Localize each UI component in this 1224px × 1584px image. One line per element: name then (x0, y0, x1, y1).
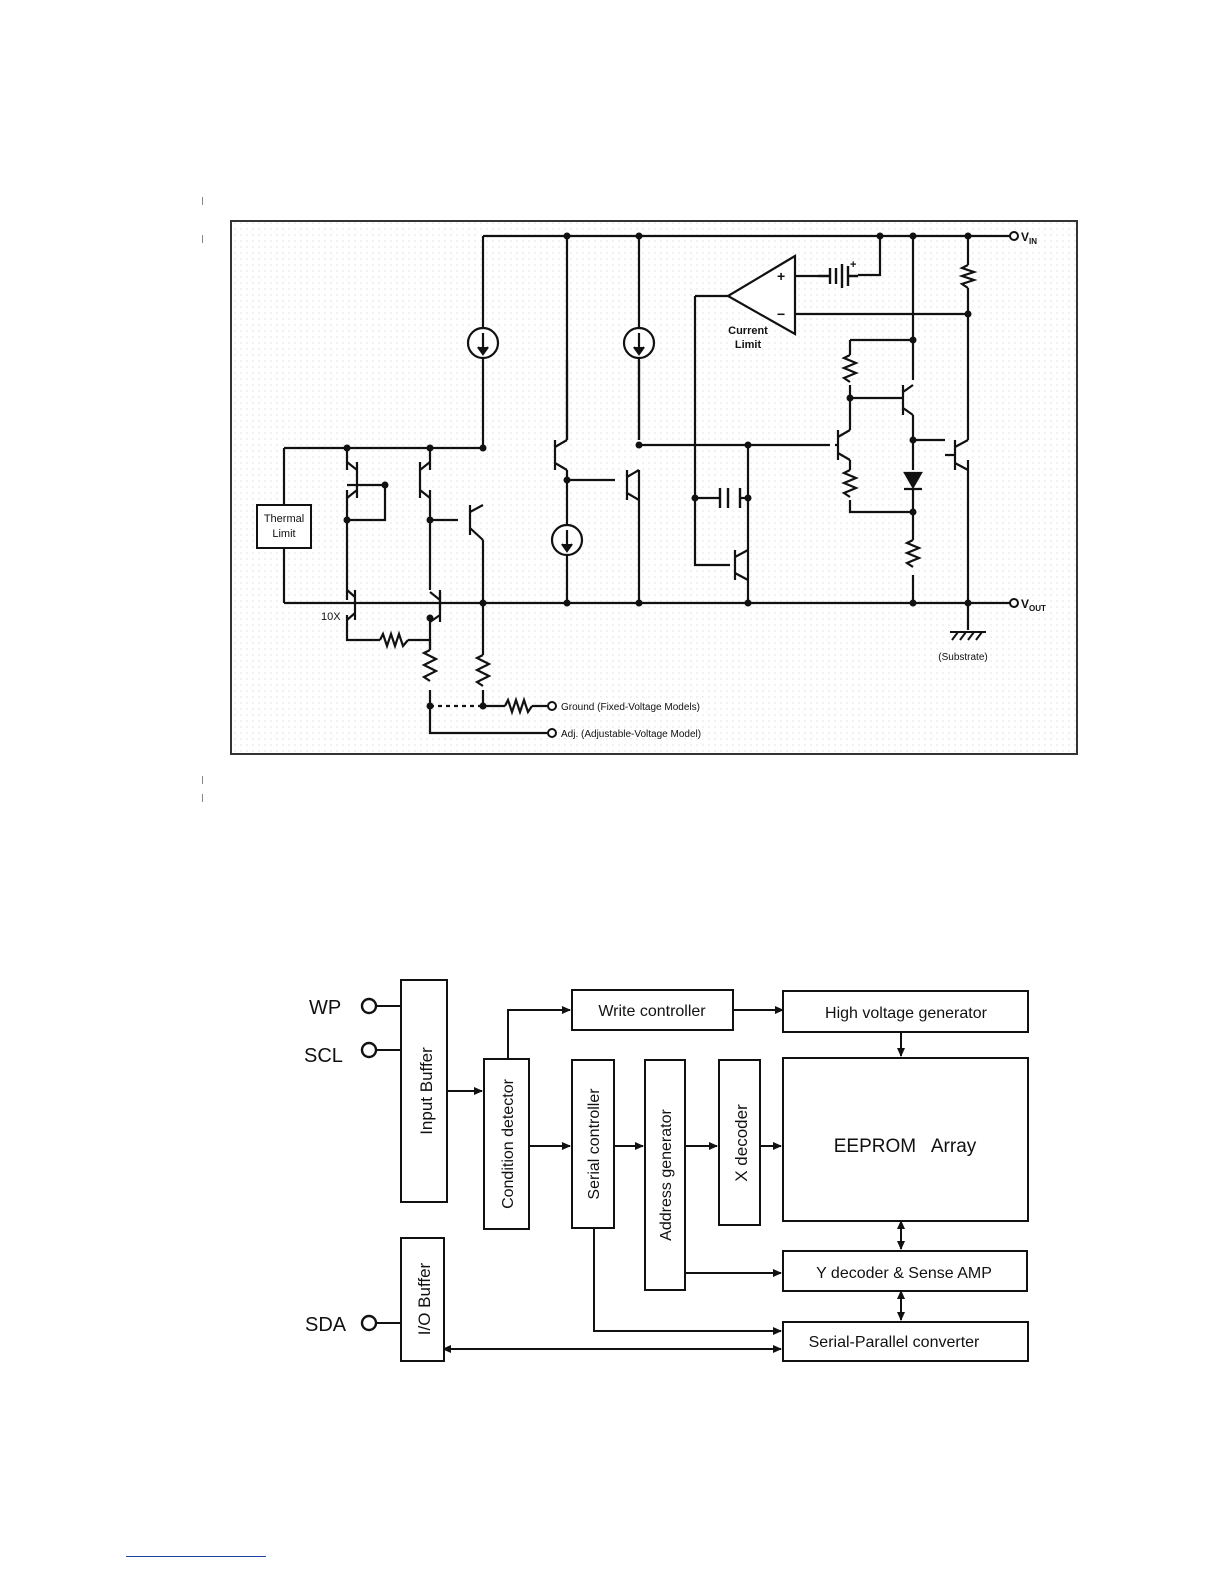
vout-label: VOUT (1021, 597, 1046, 613)
address-generator-block: Address generator (644, 1059, 686, 1291)
pin-wp-label: WP (309, 997, 341, 1019)
y-decoder-label: Y decoder & Sense AMP (816, 1265, 992, 1282)
write-controller-label: Write controller (598, 1003, 706, 1020)
eeprom-block-diagram: WP SCL SDA Input Buffer I/O Buffer Condi… (304, 979, 1029, 1362)
opamp-minus-sign: − (777, 306, 785, 322)
capacitors (718, 264, 858, 508)
serial-controller-block: Serial controller (571, 1059, 615, 1229)
regulator-schematic: + − + Thermal Limit VIN VOUT Current Lim… (230, 220, 1078, 755)
eeprom-array-label: EEPROM Array (834, 1136, 977, 1157)
schematic-frame (230, 220, 1078, 755)
margin-mark-3 (202, 776, 203, 784)
x-decoder-label: X decoder (732, 1104, 751, 1182)
pin-scl-label: SCL (304, 1045, 343, 1067)
margin-mark-4 (202, 794, 203, 802)
mirror-ratio-label: 10X (321, 611, 341, 623)
current-limit-label-2: Limit (735, 339, 762, 351)
thermal-limit-block: Thermal Limit (256, 504, 312, 549)
current-limit-label-1: Current (728, 325, 768, 337)
schematic-terminals (547, 231, 1019, 738)
high-voltage-generator-block: High voltage generator (782, 990, 1029, 1033)
y-decoder-block: Y decoder & Sense AMP (782, 1250, 1028, 1292)
footnote-separator (126, 1556, 266, 1557)
thermal-limit-label-2: Limit (272, 528, 295, 540)
input-buffer-block: Input Buffer (400, 979, 448, 1203)
schematic-junctions (343, 232, 972, 710)
pin-scl[interactable]: SCL (304, 1041, 378, 1067)
current-source-2 (622, 326, 656, 360)
thermal-limit-label-1: Thermal (264, 513, 304, 525)
address-generator-label: Address generator (658, 1109, 675, 1241)
margin-mark-2 (202, 235, 203, 243)
pin-sda-label: SDA (305, 1314, 347, 1336)
pin-sda[interactable]: SDA (305, 1314, 378, 1336)
cap-plus-sign: + (850, 259, 856, 271)
eeprom-array-block: EEPROM Array (782, 1057, 1029, 1222)
serial-controller-label: Serial controller (586, 1088, 603, 1200)
condition-detector-label: Condition detector (500, 1078, 517, 1209)
serial-parallel-converter-label: Serial-Parallel converter (809, 1334, 980, 1351)
io-buffer-block: I/O Buffer (400, 1237, 445, 1362)
margin-mark-1 (202, 197, 203, 205)
substrate-ground-icon (950, 631, 986, 641)
high-voltage-generator-label: High voltage generator (825, 1005, 988, 1022)
vin-label: VIN (1021, 230, 1037, 246)
current-limit-opamp: + − + (725, 254, 856, 336)
adj-pin-label: Adj. (Adjustable-Voltage Model) (561, 729, 701, 740)
current-source-3 (550, 523, 584, 557)
current-source-1 (466, 326, 500, 360)
condition-detector-block: Condition detector (483, 1058, 530, 1230)
serial-parallel-converter-block: Serial-Parallel converter (782, 1321, 1029, 1362)
io-buffer-label: I/O Buffer (415, 1262, 434, 1335)
substrate-label: (Substrate) (938, 652, 987, 663)
input-buffer-label: Input Buffer (417, 1047, 436, 1135)
write-controller-block: Write controller (571, 989, 734, 1031)
pin-wp[interactable]: WP (309, 997, 378, 1019)
resistors (379, 264, 978, 716)
opamp-plus-sign: + (777, 268, 785, 284)
diode (903, 471, 923, 491)
transistors (346, 384, 969, 623)
ground-pin-label: Ground (Fixed-Voltage Models) (561, 702, 700, 713)
x-decoder-block: X decoder (718, 1059, 761, 1226)
block-connections (376, 1005, 905, 1353)
